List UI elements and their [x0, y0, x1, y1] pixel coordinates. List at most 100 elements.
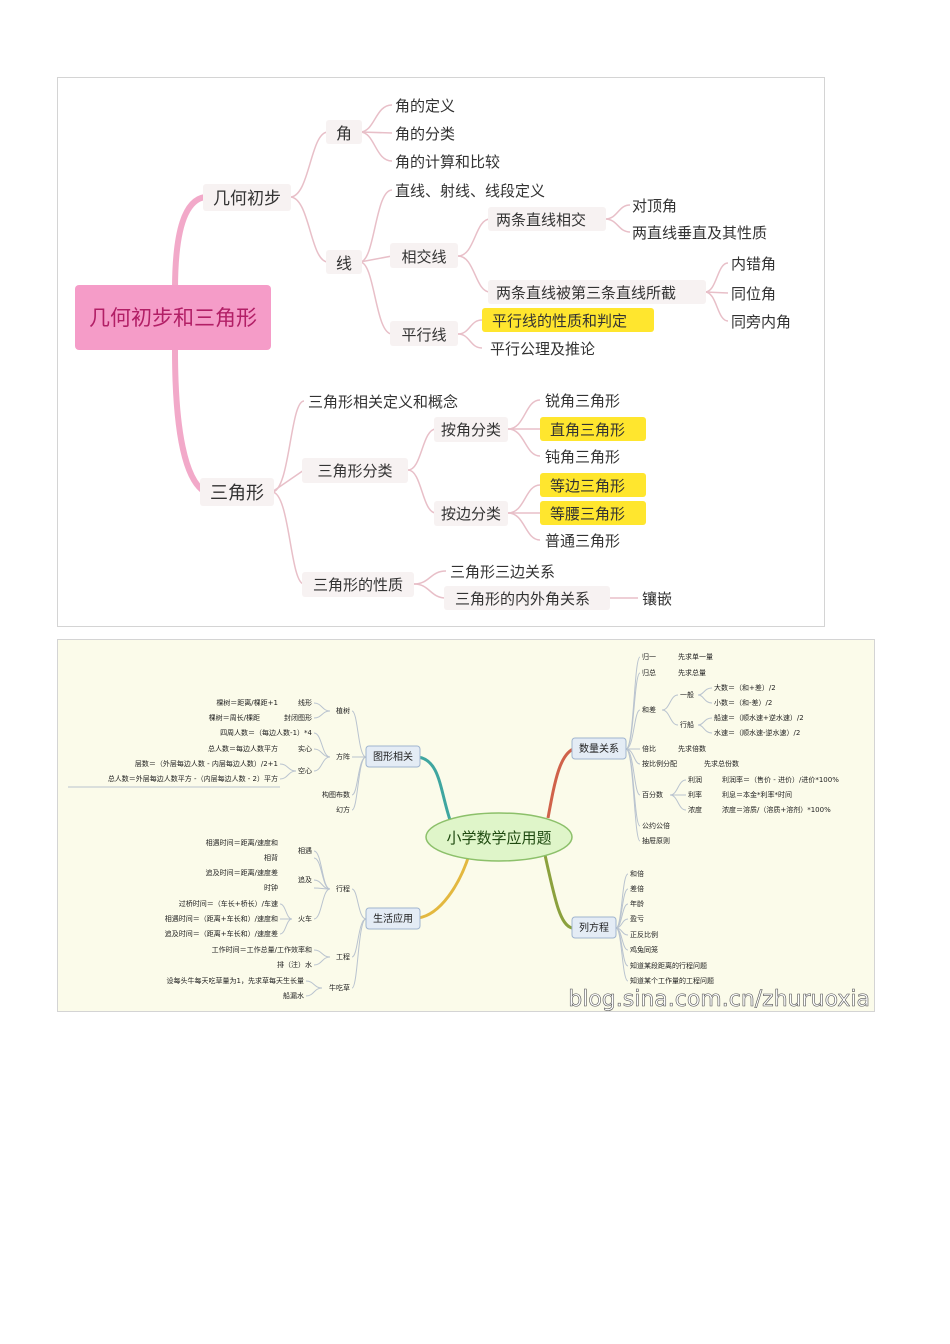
highlight-box [540, 501, 646, 525]
meet-formula: 相遇时间＝距离/速度和 [206, 838, 278, 847]
highlight-box [540, 417, 646, 441]
travel-label: 行程 [336, 884, 350, 893]
chase-formula: 追及时间＝距离/速度差 [206, 868, 278, 877]
list-item: 直角三角形 [550, 421, 625, 439]
outer-formula: 四周人数＝（每边人数-1）*4 [220, 728, 312, 737]
properties-label: 三角形的性质 [313, 576, 403, 594]
chase-label: 追及 [298, 875, 312, 884]
formulas-label: 公约公倍 [642, 821, 670, 830]
triangle-concept: 三角形相关定义和概念 [308, 393, 458, 411]
train-formula-3: 追及时间＝（距离+车长和）/速度差 [165, 929, 278, 938]
list-item: 正反比例 [630, 930, 658, 939]
reverse-label: 相背 [264, 853, 278, 862]
list-item: 知道某段距离的行程问题 [630, 961, 707, 970]
classification-node [302, 458, 408, 483]
work-label: 工程 [336, 952, 350, 961]
concentration-formula: 浓度＝溶质/（溶质+溶剂）*100% [722, 805, 831, 814]
total-label: 归总 [642, 668, 656, 677]
life-node [365, 907, 421, 930]
pipe-label: 排（注）水 [277, 960, 312, 969]
proportion-method: 先求总份数 [704, 759, 739, 768]
closed-formula: 棵树＝周长/棵距 [209, 713, 260, 722]
geometry-mindmap [172, 104, 729, 599]
list-item: 等腰三角形 [550, 505, 625, 523]
line-label: 线 [336, 254, 352, 273]
quantity-node [571, 737, 627, 760]
boat-formula-1: 船速＝（顺水速+逆水速）/2 [714, 713, 804, 722]
work-formula: 工作时间＝工作总量/工作效率和 [212, 945, 312, 954]
geometry-label: 几何初步 [213, 189, 281, 209]
connectors [68, 656, 713, 997]
parallel-label: 平行线 [401, 326, 446, 344]
profit-label: 利润 [688, 775, 702, 784]
general-label: 一般 [680, 690, 694, 699]
equation-label: 列方程 [579, 921, 609, 934]
list-item: 三角形三边关系 [450, 563, 555, 581]
list-item: 差倍 [630, 884, 644, 893]
leak-label: 船漏水 [283, 991, 304, 1000]
parallel-node [390, 321, 458, 346]
total-method: 先求总量 [678, 668, 706, 677]
list-item: 同旁内角 [731, 313, 791, 331]
list-item: 等边三角形 [550, 477, 625, 495]
angle-node [326, 120, 362, 144]
quantity-label: 数量关系 [579, 742, 619, 755]
two-lines-label: 两条直线相交 [496, 211, 586, 229]
clock-label: 时钟 [264, 883, 278, 892]
list-item: 三角形的内外角关系 [455, 590, 590, 608]
grass-label: 牛吃草 [329, 983, 350, 992]
list-item: 平行线的性质和判定 [492, 312, 627, 330]
triangle-node [200, 478, 274, 506]
percent-label: 百分数 [642, 790, 663, 799]
tree-label: 植树 [336, 706, 350, 715]
angle-label: 角 [336, 124, 352, 143]
highlight-box [540, 473, 646, 497]
list-item: 同位角 [731, 285, 776, 303]
linear-label: 线形 [298, 698, 312, 707]
list-item: 盈亏 [630, 915, 644, 923]
root-label: 几何初步和三角形 [89, 306, 257, 330]
list-item: 锐角三角形 [545, 392, 620, 410]
list-item: 构图布数 [322, 790, 350, 799]
properties-node [302, 572, 414, 597]
equation-texts: 和倍 差倍 年龄 盈亏 正反比例 鸡兔同笼 知道某段距离的行程问题 知道某个工作… [630, 869, 714, 985]
two-lines-node [488, 207, 606, 231]
proportion-label: 按比例分配 [642, 759, 677, 768]
solid-label: 实心 [298, 744, 312, 753]
grass-formula: 设每头牛每天吃草量为1，先求草每天生长量 [167, 976, 304, 985]
by-angle-node [434, 417, 508, 442]
line-definition: 直线、射线、线段定义 [395, 182, 545, 200]
train-label: 火车 [298, 914, 312, 923]
boat-formula-2: 水速＝（顺水速-逆水速）/2 [714, 728, 800, 737]
closed-label: 封闭图形 [284, 713, 312, 722]
list-item: 普通三角形 [545, 532, 620, 550]
equation-node [571, 916, 617, 939]
list-item: 对顶角 [632, 197, 677, 215]
sum-diff-label: 和差 [642, 705, 656, 714]
train-formula-2: 相遇时间＝（距离+车长和）/速度和 [165, 914, 278, 923]
list-item: 钝角三角形 [545, 448, 620, 466]
life-texts: 行程 相遇 相遇时间＝距离/速度和 相背 追及 追及时间＝距离/速度差 时钟 火… [165, 838, 350, 1000]
shapes-texts: 植树 线形 棵树＝距离/棵距+1 封闭图形 棵树＝周长/棵距 方阵 四周人数＝（… [108, 698, 350, 814]
multiple-method: 先求倍数 [678, 744, 706, 753]
boat-label: 行船 [680, 720, 694, 729]
line-node [326, 250, 362, 274]
intersecting-node [390, 243, 458, 268]
life-label: 生活应用 [373, 912, 413, 925]
list-item: 角的分类 [395, 125, 455, 143]
third-line-node [488, 280, 706, 304]
center-label: 小学数学应用题 [446, 829, 551, 847]
unify-label: 归一 [642, 652, 656, 661]
meet-label: 相遇 [298, 846, 312, 855]
list-item: 鸡兔同笼 [630, 945, 658, 954]
triangle-label: 三角形 [210, 483, 264, 504]
geometry-mindmap-frame [57, 77, 825, 627]
intersecting-label: 相交线 [401, 248, 446, 266]
interest-label: 利率 [688, 790, 702, 799]
tessellation-label: 镶嵌 [642, 590, 672, 608]
watermark: blog.sina.com.cn/zhuruoxia [568, 987, 870, 1012]
by-side-node [434, 501, 508, 526]
shapes-node [365, 745, 421, 768]
quantity-texts: 归一 先求单一量 归总 先求总量 和差 一般 大数＝（和+差）/2 小数＝（和-… [642, 652, 839, 845]
